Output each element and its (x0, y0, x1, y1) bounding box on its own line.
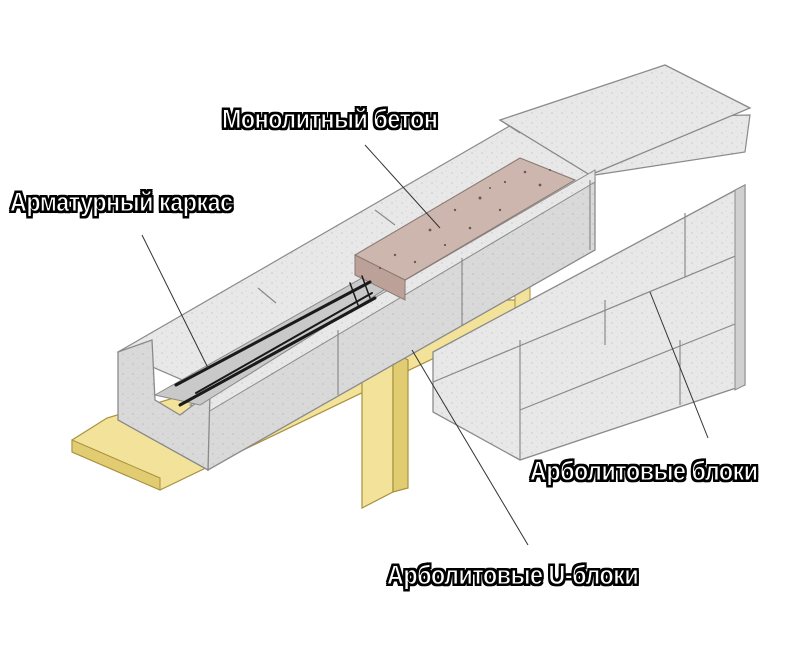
label-arbolite-blocks: Арболитовые блоки (530, 456, 759, 487)
leader-concrete (364, 144, 441, 229)
label-monolithic-concrete: Монолитный бетон (222, 104, 439, 135)
leader-rebar (141, 234, 209, 369)
label-rebar-cage: Арматурный каркас (10, 187, 234, 218)
label-arbolite-u-blocks: Арболитовые U-блоки (387, 560, 640, 591)
timber-post (361, 350, 409, 509)
leader-lines (141, 144, 709, 546)
leader-blocks (649, 291, 709, 439)
leader-u-blocks (411, 349, 529, 546)
wall-blocks (432, 183, 746, 461)
concrete-fill (353, 157, 577, 301)
